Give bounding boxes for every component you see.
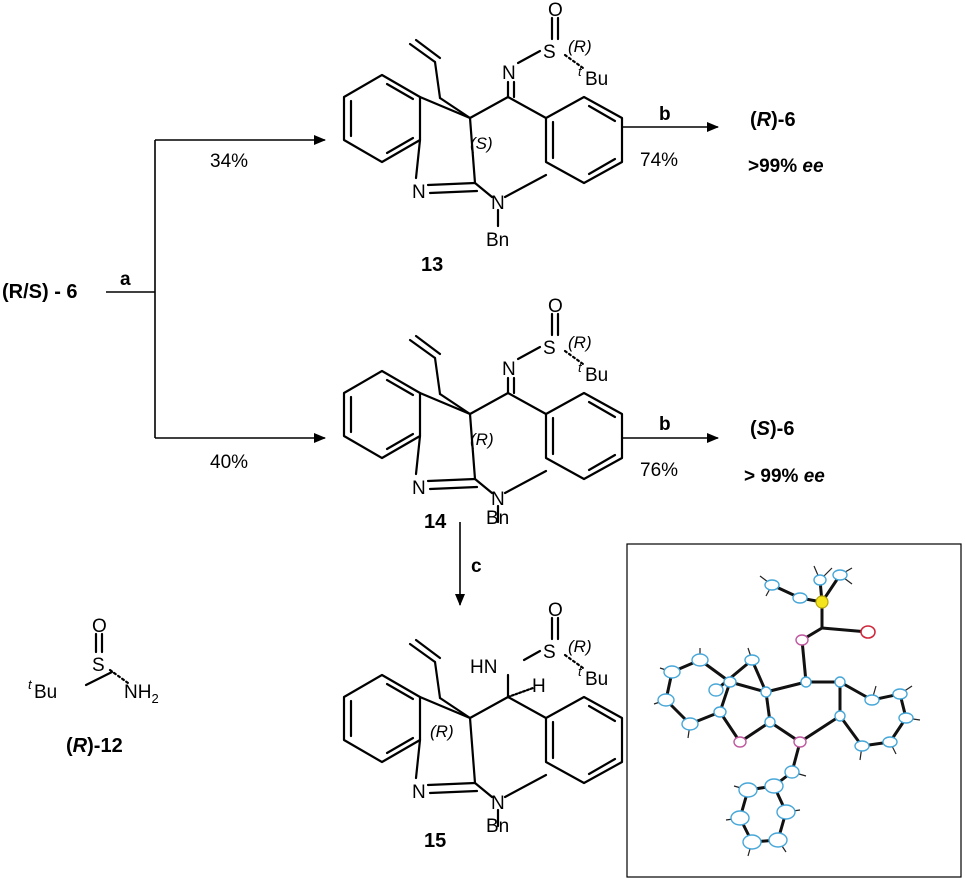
reagent-s: S [92, 655, 105, 676]
hn-15: HN [470, 657, 497, 678]
step-c-label: c [471, 556, 482, 577]
ee-bottom: > 99% ee [744, 466, 825, 487]
s-config-15: (R) [568, 637, 592, 656]
o-atom-14: O [548, 296, 563, 317]
reagent-nh2: NH2 [124, 682, 159, 706]
bn-14: Bn [486, 508, 509, 529]
xray-structure [653, 565, 921, 857]
compound-number-13: 13 [421, 254, 443, 276]
yield-b-top: 74% [640, 150, 678, 171]
step-b-bottom-label: b [659, 414, 671, 435]
tbu-15: Bu [585, 669, 608, 690]
reagent-tbu: Bu [34, 682, 57, 703]
tbu-14: Bu [585, 365, 608, 386]
start-label: (R/S) - 6 [2, 281, 78, 303]
s-atom-13: S [543, 42, 556, 63]
s-atom-15: S [543, 642, 556, 663]
tbu-sup-15: t [578, 664, 583, 679]
tbu-sup-13: t [578, 64, 583, 79]
ee-top: >99% ee [748, 156, 824, 177]
step-a-label: a [120, 269, 131, 290]
reagent-12: t Bu S O NH2 (R)-12 [28, 616, 159, 757]
step-b-top-label: b [659, 104, 671, 125]
yield-14: 40% [210, 452, 248, 473]
compound-13: N S O (R) t Bu (S) N N Bn 13 [342, 0, 624, 276]
n-amine-14: N [491, 489, 505, 510]
stereo-15: (R) [430, 722, 454, 741]
compound-number-15: 15 [424, 830, 446, 852]
product-bottom: (S)-6 [750, 418, 794, 440]
tbu-13: Bu [585, 69, 608, 90]
n-indolenine-15: N [412, 782, 426, 803]
bn-13: Bn [486, 230, 509, 251]
s-config-13: (R) [568, 37, 592, 56]
s-atom-14: S [543, 338, 556, 359]
reagent-name: (R)-12 [66, 735, 123, 757]
reagent-o: O [92, 616, 107, 637]
h-15: H [532, 676, 546, 697]
s-config-14: (R) [568, 333, 592, 352]
n-amine-13: N [491, 193, 505, 214]
stereo-14: (R) [470, 430, 494, 449]
bn-15: Bn [486, 816, 509, 837]
n-imine-13: N [502, 63, 516, 84]
compound-15: HN H S O (R) t Bu (R) N N Bn [342, 600, 624, 837]
yield-13: 34% [210, 151, 248, 172]
yield-b-bottom: 76% [640, 460, 678, 481]
o-atom-13: O [548, 0, 563, 21]
reagent-tbu-sup: t [28, 677, 33, 692]
product-top: (R)-6 [750, 109, 796, 131]
compound-number-14: 14 [424, 511, 447, 533]
n-amine-15: N [491, 793, 505, 814]
n-indolenine-14: N [412, 478, 426, 499]
stereo-13: (S) [470, 134, 493, 153]
compound-14: N S O (R) t Bu (R) N N Bn [342, 296, 624, 529]
o-atom-15: O [548, 600, 563, 621]
tbu-sup-14: t [578, 360, 583, 375]
n-indolenine-13: N [412, 182, 426, 203]
n-imine-14: N [502, 359, 516, 380]
